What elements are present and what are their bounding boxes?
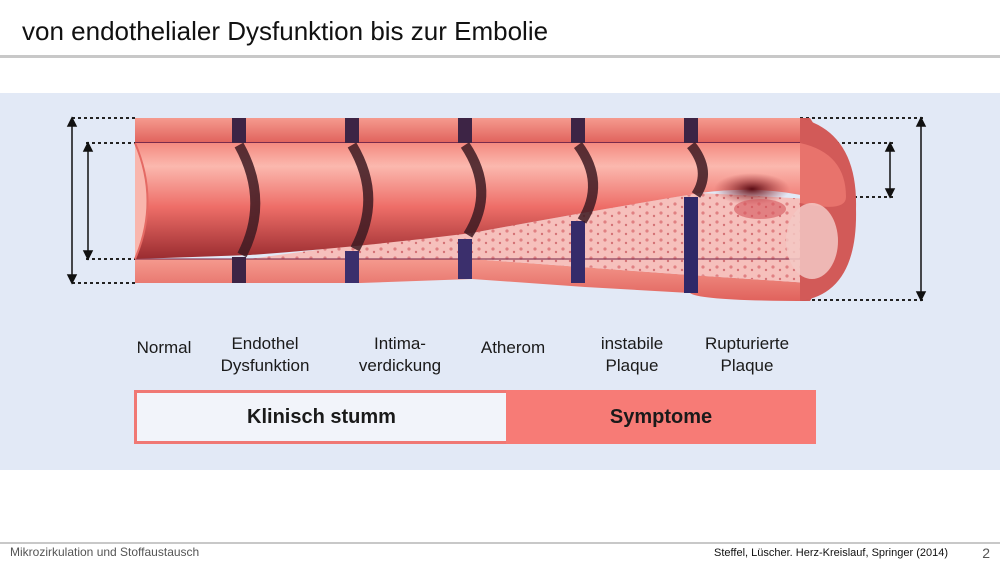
- page-number: 2: [982, 545, 990, 561]
- vessel-lumen: [135, 143, 810, 259]
- stage-label-normal: Normal: [136, 338, 192, 357]
- stage-label-intimaverdickung: Intima- verdickung: [358, 334, 442, 375]
- phase-bar-symptoms: Symptome: [506, 390, 816, 444]
- footer-divider: [0, 542, 1000, 544]
- slide-title: von endothelialer Dysfunktion bis zur Em…: [22, 16, 549, 46]
- stage-label-rupturierte-plaque: Rupturierte Plaque: [704, 334, 790, 375]
- vessel-illustration: [66, 116, 927, 302]
- title-divider: [0, 55, 1000, 58]
- diameter-arrows: [66, 116, 927, 302]
- footer-citation: Steffel, Lüscher. Herz-Kreislauf, Spring…: [714, 547, 948, 559]
- vessel-outer-wall-top: [135, 118, 810, 143]
- stage-label-atherom: Atherom: [480, 338, 546, 357]
- footer-course-name: Mikrozirkulation und Stoffaustausch: [10, 545, 200, 559]
- figure-panel: Normal Endothel Dysfunktion Intima- verd…: [0, 93, 1000, 470]
- stage-label-instabile-plaque: instabile Plaque: [600, 334, 664, 375]
- phase-bar-clinically-silent: Klinisch stumm: [134, 390, 506, 444]
- rupture-lesion: [714, 173, 790, 205]
- vessel-outer-wall-bottom: [135, 259, 810, 301]
- segment-dividers: [232, 118, 698, 293]
- stage-label-endothel-dysfunktion: Endothel Dysfunktion: [220, 334, 310, 375]
